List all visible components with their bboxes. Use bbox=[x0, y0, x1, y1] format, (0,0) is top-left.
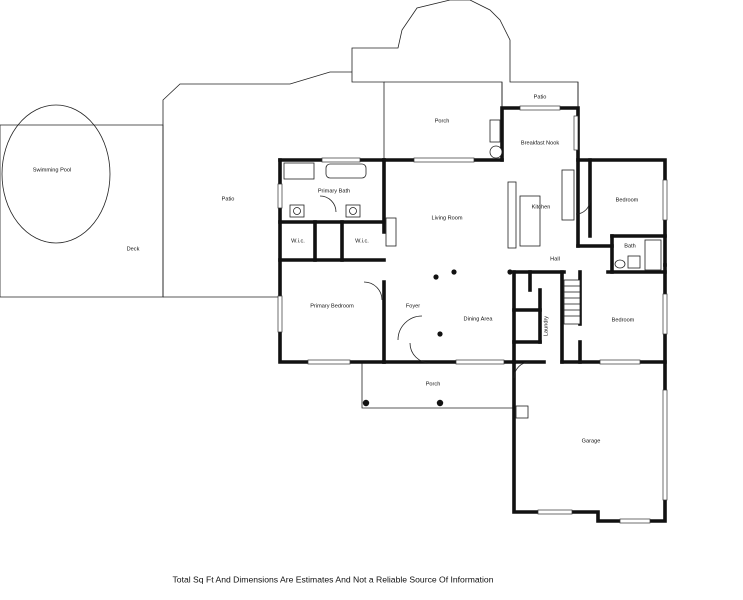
fixtures bbox=[283, 119, 662, 419]
grill bbox=[489, 145, 503, 159]
porch-post bbox=[436, 399, 444, 407]
label-breakfast-nook: Breakfast Nook bbox=[521, 140, 559, 146]
label-porch-front: Porch bbox=[426, 381, 441, 387]
door-swing bbox=[575, 199, 591, 215]
patio-outline-left bbox=[162, 71, 352, 297]
front-porch-outline bbox=[361, 362, 514, 409]
label-swimming-pool: Swimming Pool bbox=[33, 167, 72, 173]
label-hall: Hall bbox=[550, 256, 560, 262]
label-bath: Bath bbox=[624, 243, 636, 249]
stair-back bbox=[489, 119, 501, 143]
patio-outline bbox=[163, 0, 579, 298]
label-porch-back: Porch bbox=[435, 118, 450, 124]
fireplace bbox=[385, 217, 397, 247]
label-deck: Deck bbox=[127, 246, 140, 252]
label-living-room: Living Room bbox=[431, 215, 462, 221]
sink bbox=[627, 255, 641, 269]
porch-post bbox=[437, 331, 443, 337]
label-kitchen: Kitchen bbox=[532, 204, 551, 210]
disclaimer-text: Total Sq Ft And Dimensions Are Estimates… bbox=[173, 574, 494, 584]
tub bbox=[644, 239, 662, 271]
label-wic-1: W.i.c. bbox=[291, 238, 305, 244]
label-wic-2: W.i.c. bbox=[355, 238, 369, 244]
porch-post bbox=[451, 269, 457, 275]
deck-outline bbox=[0, 124, 164, 298]
label-primary-bedroom: Primary Bedroom bbox=[310, 303, 354, 309]
front-door-swing bbox=[397, 315, 423, 341]
windows bbox=[277, 105, 668, 524]
porch-post bbox=[433, 274, 439, 280]
label-garage: Garage bbox=[582, 438, 601, 444]
front-door-swing bbox=[409, 342, 431, 364]
interior-walls bbox=[278, 158, 667, 364]
door-swing bbox=[319, 195, 337, 213]
label-dining-area: Dining Area bbox=[464, 316, 494, 322]
label-laundry: Laundry bbox=[543, 316, 549, 336]
counter bbox=[561, 169, 575, 221]
label-bedroom-2: Bedroom bbox=[612, 317, 635, 323]
label-bedroom-1: Bedroom bbox=[616, 197, 639, 203]
swimming-pool-outline bbox=[1, 104, 111, 244]
porch-post bbox=[362, 399, 370, 407]
bathtub bbox=[325, 163, 367, 179]
garage-step bbox=[515, 405, 529, 419]
porch-post bbox=[507, 269, 513, 275]
room-labels: Swimming Pool Deck Patio Porch Patio Bre… bbox=[33, 94, 639, 444]
label-patio: Patio bbox=[222, 196, 235, 202]
label-foyer: Foyer bbox=[406, 303, 420, 309]
staircase bbox=[563, 279, 581, 325]
toilet bbox=[614, 259, 626, 269]
garage-door-swing bbox=[513, 361, 531, 379]
outdoor-areas bbox=[0, 0, 579, 409]
label-patio-top: Patio bbox=[534, 94, 547, 100]
door-swing bbox=[363, 281, 383, 301]
label-primary-bath: Primary Bath bbox=[318, 188, 350, 194]
shower bbox=[283, 162, 315, 180]
